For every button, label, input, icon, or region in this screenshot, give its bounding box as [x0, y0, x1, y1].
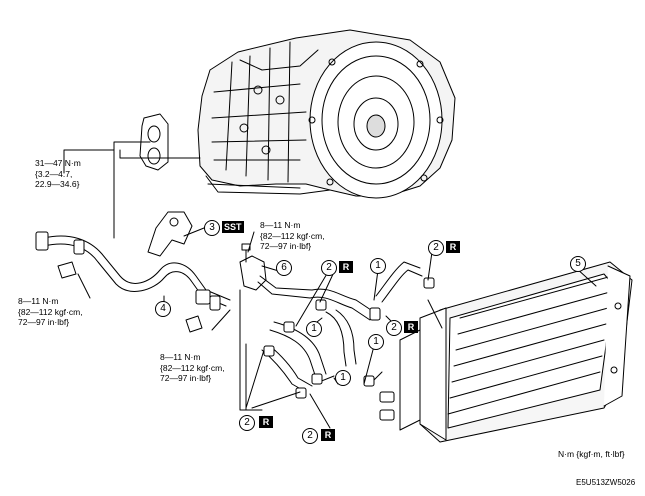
cooler-line-plate: [139, 113, 169, 171]
torque-line: 72—97 in·lbf}: [160, 373, 212, 383]
torque-line: {82—112 kgf·cm,: [260, 230, 325, 241]
hose-clamps: [263, 277, 435, 399]
torque-line: 8—11 N·m: [260, 220, 301, 230]
figure-id: E5U513ZW5026: [576, 478, 636, 487]
torque-line: {82—112 kgf·cm,: [18, 306, 83, 317]
replace-badge: R: [446, 241, 460, 253]
torque-spec-case-bolts: 31—47 N·m {3.2—4.7, 22.9—34.6}: [35, 158, 81, 190]
torque-spec-tube-bolt: 8—11 N·m {82—112 kgf·cm, 72—97 in·lbf}: [18, 296, 83, 328]
replace-badge: R: [259, 416, 273, 428]
steel-cooler-tube: [35, 231, 231, 333]
torque-line: 72—97 in·lbf}: [18, 317, 70, 327]
callout-clamp: 2: [428, 240, 444, 256]
union-fitting: [239, 243, 313, 299]
callout-clamp: 2: [321, 260, 337, 276]
torque-line: {3.2—4.7,: [35, 168, 73, 179]
bracket: [147, 211, 205, 257]
torque-line: 22.9—34.6}: [35, 179, 80, 189]
torque-line: 8—11 N·m: [18, 296, 59, 306]
callout-hose: 1: [306, 321, 322, 337]
callout-clamp: 2: [239, 415, 255, 431]
callout-hose: 1: [335, 370, 351, 386]
torque-spec-fitting-bolt: 8—11 N·m {82—112 kgf·cm, 72—97 in·lbf}: [260, 220, 325, 252]
callout-oil-cooler: 5: [570, 256, 586, 272]
callout-fitting: 6: [276, 260, 292, 276]
torque-spec-bracket-bolt: 8—11 N·m {82—112 kgf·cm, 72—97 in·lbf}: [160, 352, 225, 384]
callout-clamp: 2: [386, 320, 402, 336]
oil-cooler-radiator: [379, 261, 633, 443]
transmission-assembly: [197, 29, 456, 199]
callout-clamp: 2: [302, 428, 318, 444]
replace-badge: R: [404, 321, 418, 333]
callout-hose: 1: [368, 334, 384, 350]
torque-line: 72—97 in·lbf}: [260, 241, 312, 251]
units-note: N·m {kgf·m, ft·lbf}: [558, 449, 625, 459]
replace-badge: R: [339, 261, 353, 273]
torque-line: 31—47 N·m: [35, 158, 81, 168]
sst-badge: SST: [222, 221, 244, 233]
callout-tube: 4: [155, 301, 171, 317]
callout-bracket: 3: [204, 220, 220, 236]
torque-line: {82—112 kgf·cm,: [160, 362, 225, 373]
torque-line: 8—11 N·m: [160, 352, 201, 362]
callout-hose: 1: [370, 258, 386, 274]
replace-badge: R: [321, 429, 335, 441]
